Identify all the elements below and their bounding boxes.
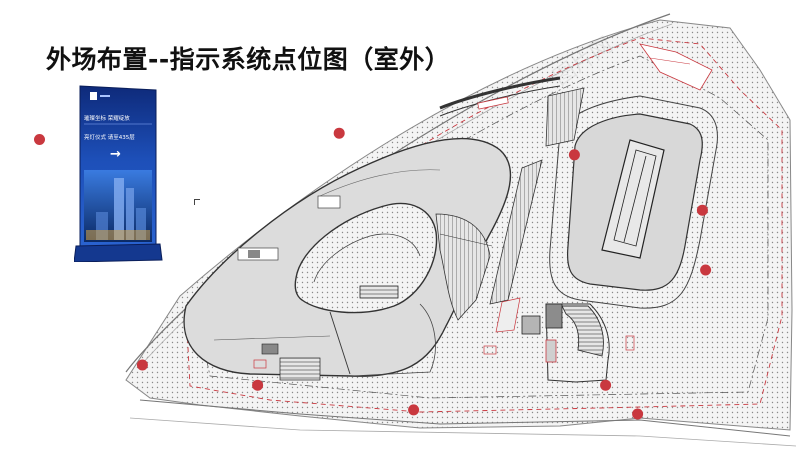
upper-red-box <box>477 96 509 110</box>
site-plan-drawing: 图片网 <box>125 13 797 447</box>
red-detail-3 <box>625 335 635 351</box>
sign-line-1: 璀璨坐标 荣耀绽放 <box>84 114 130 122</box>
signage-point-10 <box>632 408 644 420</box>
sign-logo-text-mark <box>100 95 110 97</box>
sign-tower-2 <box>126 188 134 240</box>
mall-upper-edge <box>319 169 441 197</box>
signage-point-8 <box>408 404 420 416</box>
kiosk-red-outline <box>545 339 557 363</box>
signage-point-5 <box>700 264 712 276</box>
crop-corner-mark <box>194 199 200 205</box>
spiral-ramp <box>561 305 604 357</box>
sign-base <box>73 243 163 263</box>
upper-pavilion <box>317 195 341 209</box>
south-road <box>129 417 797 447</box>
roof-core-inner <box>613 149 657 247</box>
atrium-railing <box>313 233 421 283</box>
north-ramp <box>545 87 585 147</box>
signage-point-2 <box>333 127 345 139</box>
setback-line <box>197 55 769 399</box>
wing-split <box>329 311 351 375</box>
sign-tower-4 <box>136 208 146 240</box>
south-curb <box>139 399 791 437</box>
sign-arrow-icon: → <box>110 147 121 162</box>
signage-point-4 <box>696 204 708 216</box>
stair-core-1 <box>545 303 563 329</box>
red-detail-2 <box>483 345 497 355</box>
east-wing-edge <box>351 303 436 377</box>
roof-core <box>601 139 665 259</box>
south-wing-line <box>213 335 331 341</box>
drop-off-area <box>495 297 521 333</box>
west-pavilion-core <box>248 250 260 258</box>
south-core <box>261 343 279 355</box>
seating-edge <box>439 233 493 247</box>
stair-core-2 <box>521 315 541 335</box>
ramp-road <box>489 159 543 305</box>
sign-line-2: 亮灯仪式 请至435层 <box>84 133 135 141</box>
signage-point-9 <box>600 379 612 391</box>
signage-point-7 <box>252 379 264 391</box>
upper-road-edge <box>439 76 561 110</box>
signage-point-6 <box>136 359 148 371</box>
red-detail-1 <box>253 359 267 369</box>
upper-road-inner <box>439 85 561 117</box>
south-entrance-steps <box>279 357 321 381</box>
legend-marker-dot <box>34 134 45 145</box>
signage-point-3 <box>568 149 580 161</box>
entry-plaza-top <box>639 43 713 91</box>
sign-logo-icon <box>90 92 97 100</box>
roof-core-spine <box>623 155 647 243</box>
plaza-stripe <box>649 57 691 65</box>
sign-tower-1 <box>114 178 124 240</box>
wayfinding-sign-illustration: 璀璨坐标 荣耀绽放 亮灯仪式 请至435层 → <box>73 84 166 263</box>
signage-marker-group <box>136 127 712 420</box>
central-stage <box>359 285 399 299</box>
stepped-seating <box>435 213 491 321</box>
sign-city-lights <box>86 230 150 240</box>
sign-svg: 璀璨坐标 荣耀绽放 亮灯仪式 请至435层 → <box>73 85 163 263</box>
page-title: 外场布置--指示系统点位图（室外） <box>46 45 451 74</box>
